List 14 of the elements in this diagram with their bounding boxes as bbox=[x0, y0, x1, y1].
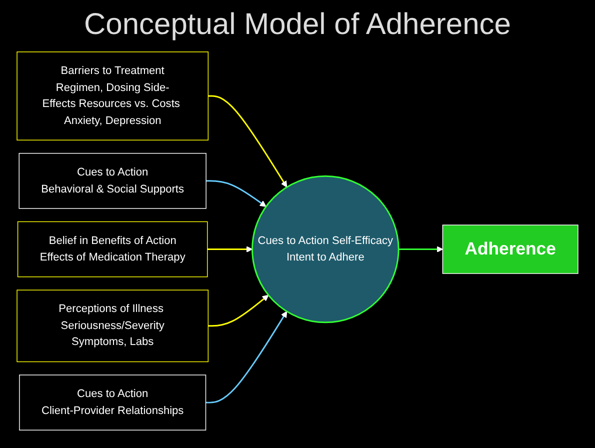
arrow bbox=[208, 294, 269, 327]
arrow bbox=[398, 246, 443, 252]
node-box: Adherence bbox=[442, 224, 578, 274]
arrow bbox=[206, 311, 288, 404]
arrow bbox=[208, 95, 288, 188]
node-box: Perceptions of Illness Seriousness/Severity Symptoms, Labs bbox=[16, 290, 209, 362]
node-circle: Cues to Action Self-Efficacy Intent to Adhere bbox=[252, 175, 400, 324]
title: Conceptual Model of Adherence bbox=[83, 8, 512, 42]
node-box: Cues to Action Behavioral & Social Supports bbox=[18, 152, 206, 209]
node-box: Barriers to Treatment Regimen, Dosing Side-Effects Resources vs. Costs Anxiety, Depression bbox=[16, 52, 209, 140]
node-box: Belief in Benefits of Action Effects of Medication Therapy bbox=[17, 221, 208, 278]
arrow bbox=[207, 246, 253, 252]
node-box: Cues to Action Client-Provider Relationships bbox=[19, 374, 206, 430]
arrow bbox=[206, 180, 266, 207]
